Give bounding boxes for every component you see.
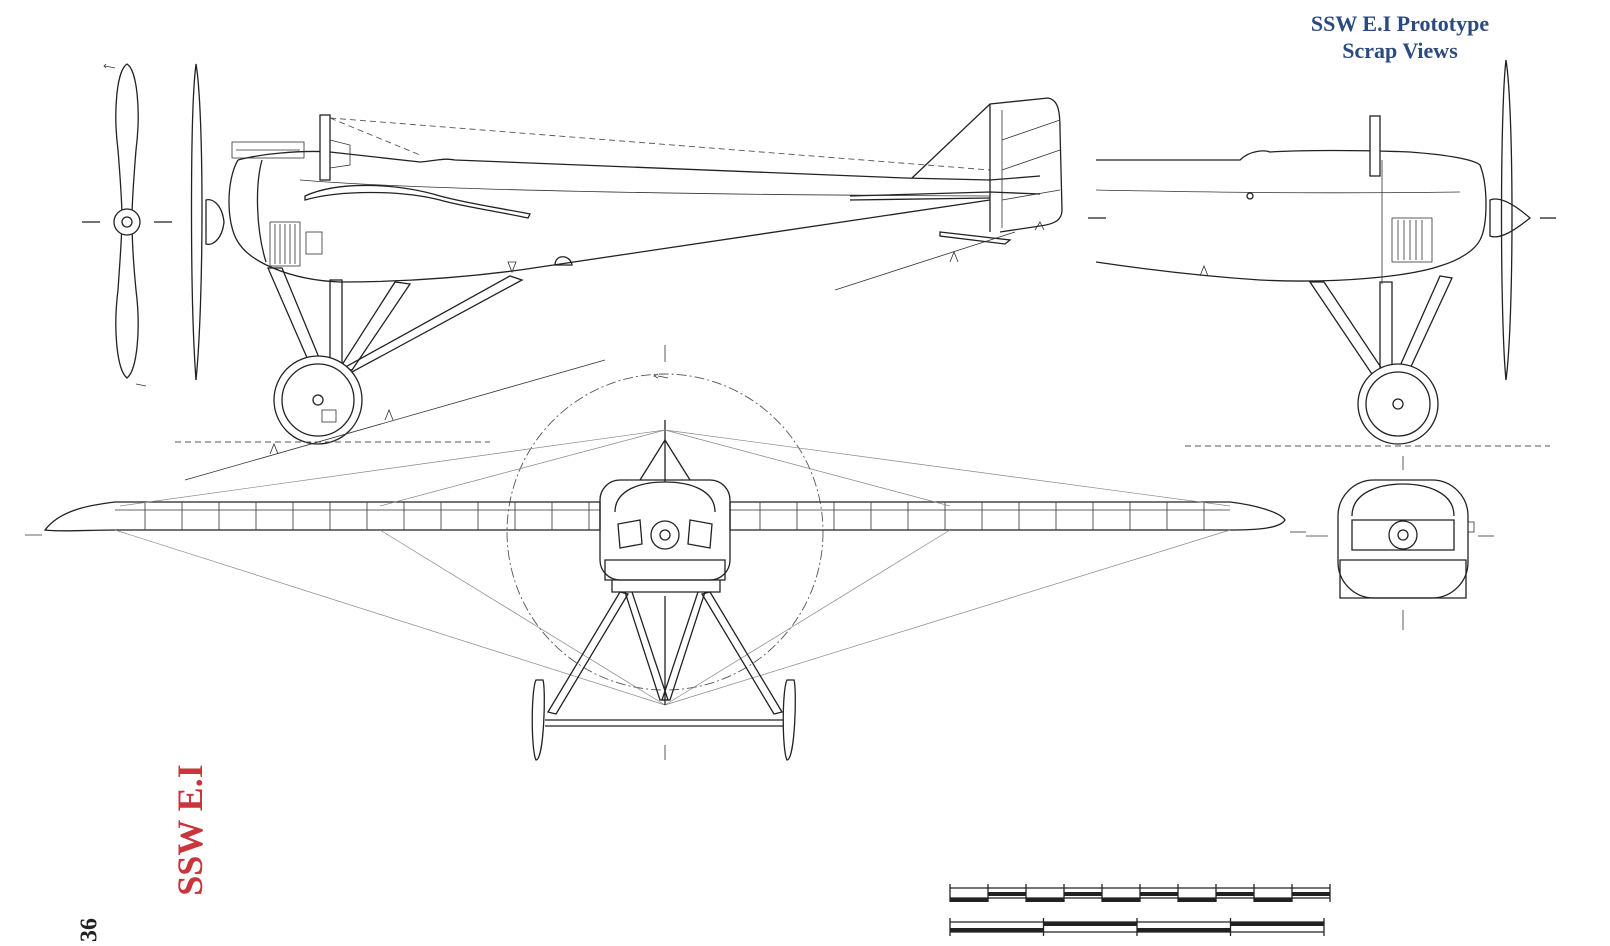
front-view xyxy=(25,345,1306,761)
drawing-title: SSW E.I Prototype Scrap Views xyxy=(1250,10,1550,64)
side-view xyxy=(175,63,1063,481)
propeller-front-view xyxy=(82,63,172,387)
title-line-1: SSW E.I Prototype xyxy=(1310,11,1490,36)
front-view-scrap xyxy=(1306,456,1494,630)
scale-bar xyxy=(949,884,1331,936)
title-line-2: Scrap Views xyxy=(1342,38,1458,63)
side-view-scrap xyxy=(1088,59,1556,447)
